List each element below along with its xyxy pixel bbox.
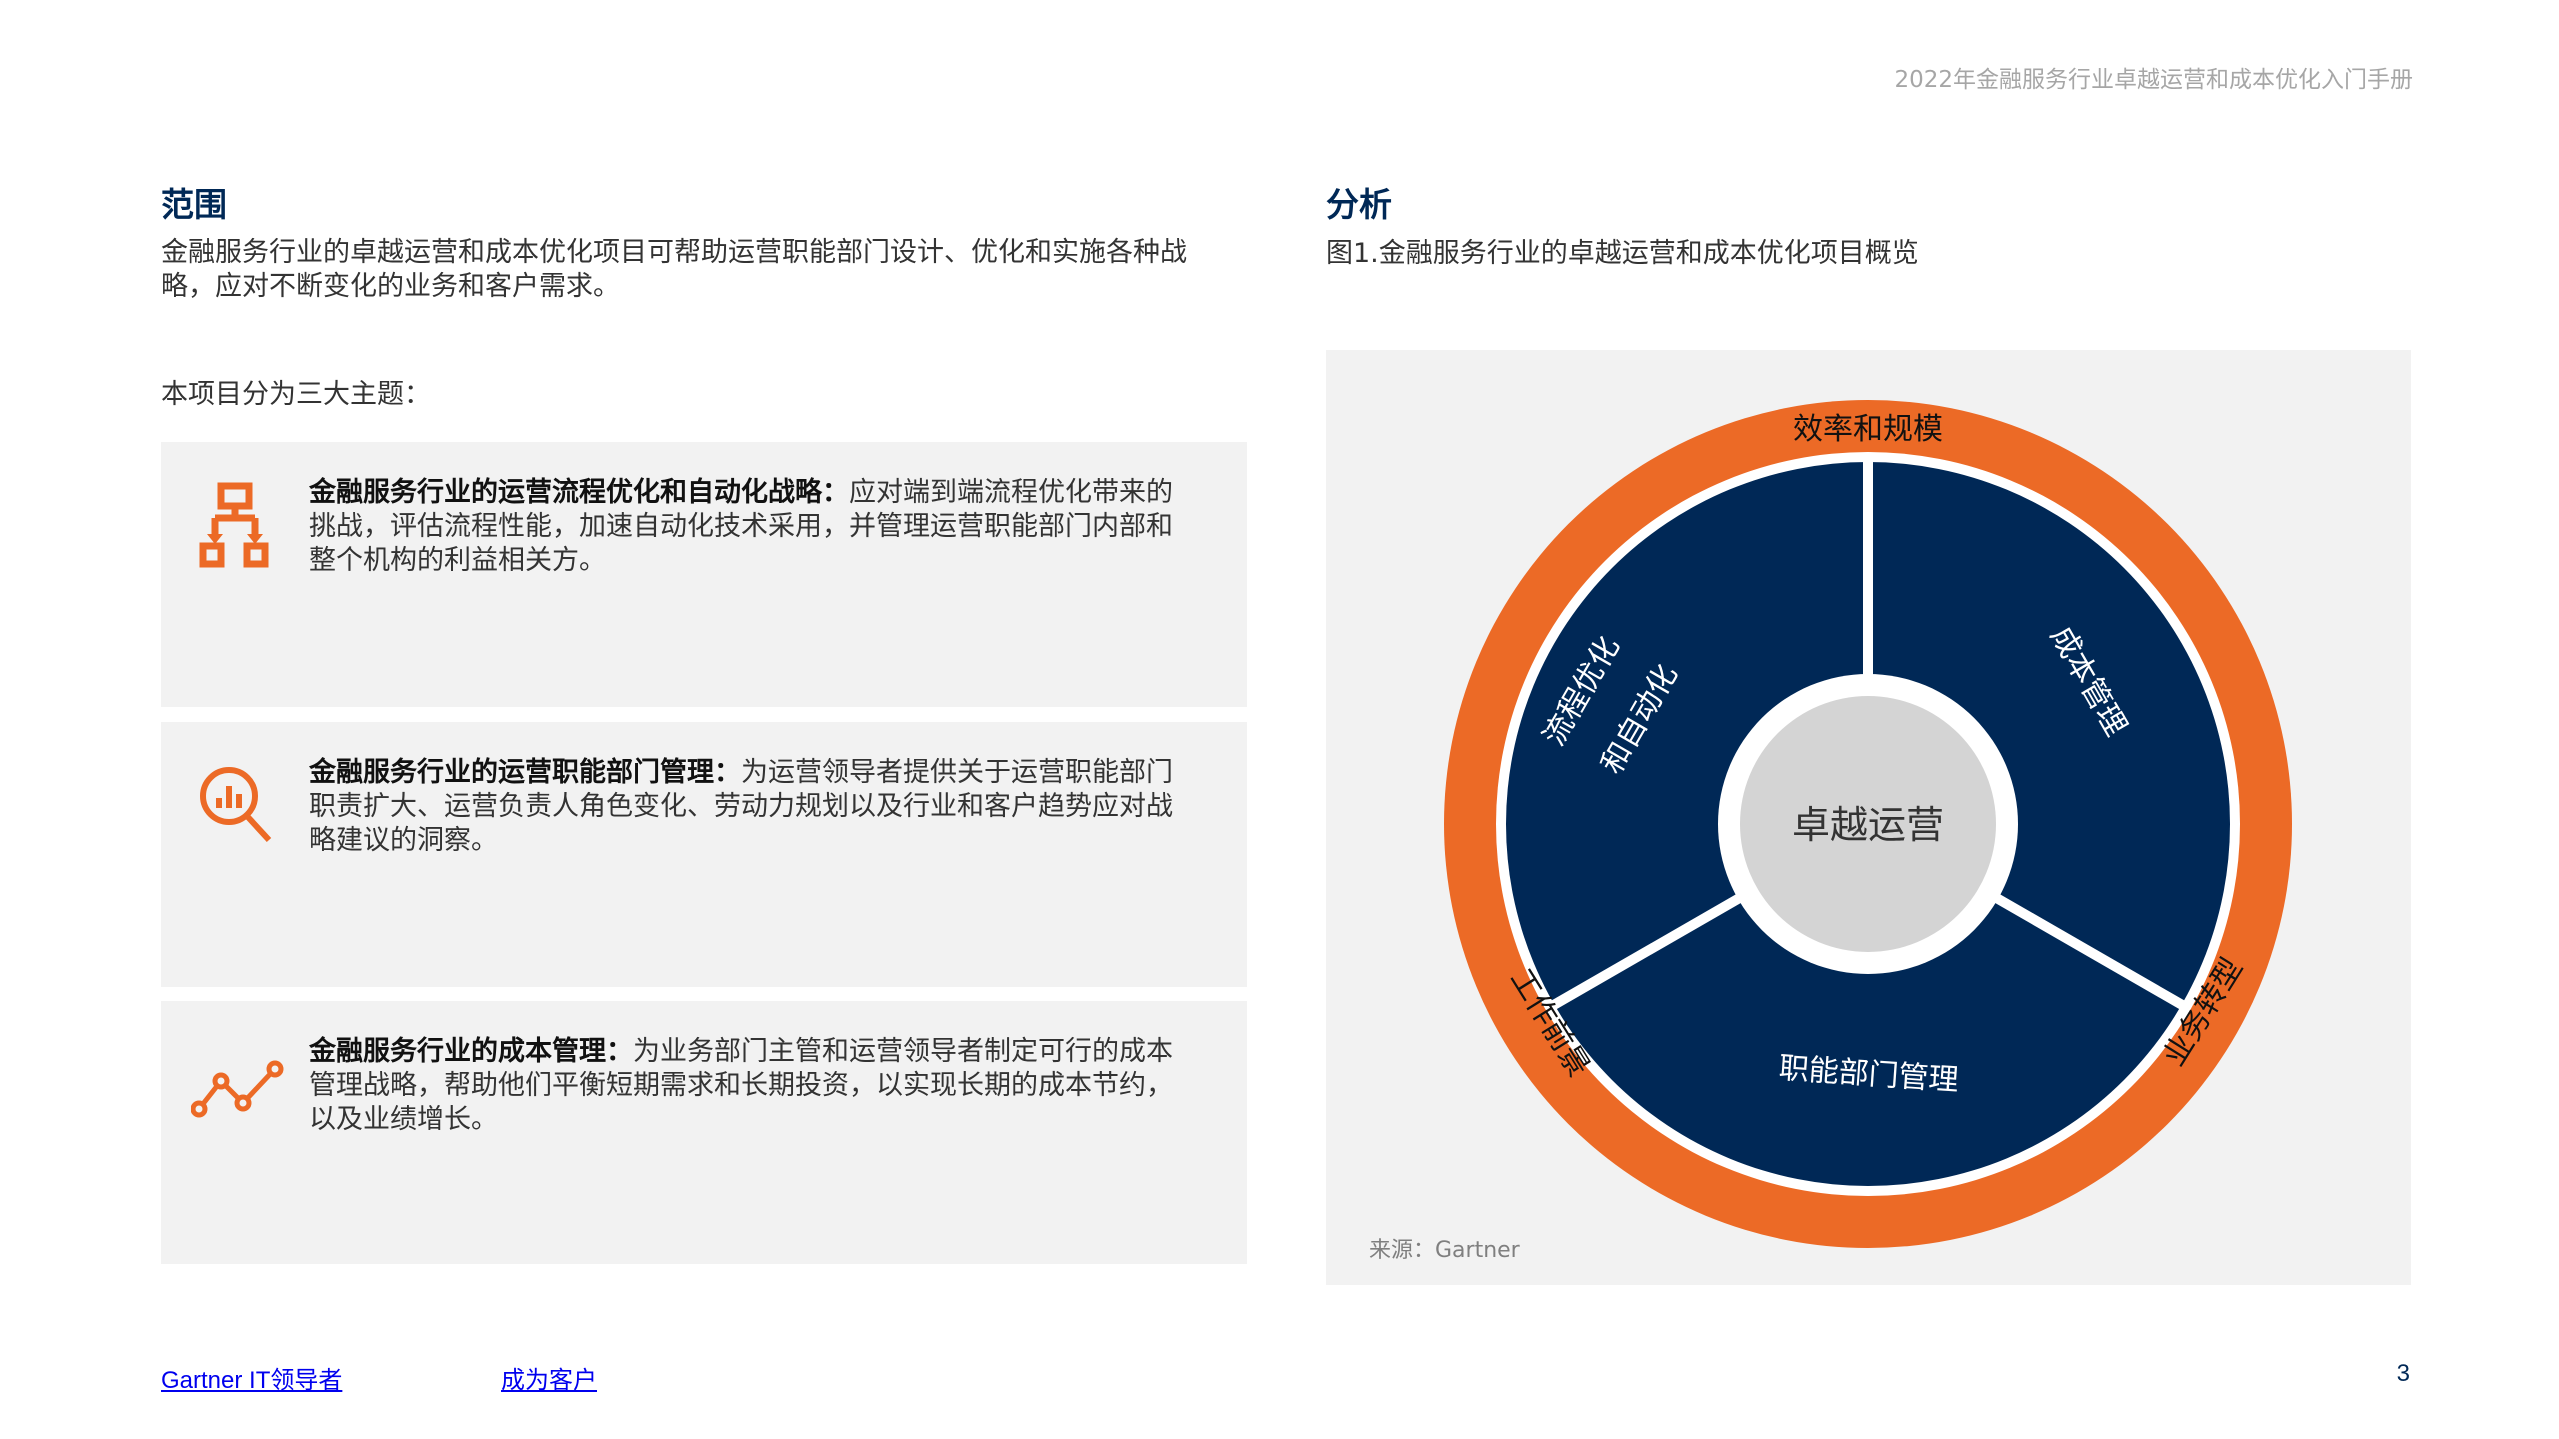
theme-card-process: 金融服务行业的运营流程优化和自动化战略：应对端到端流程优化带来的挑战，评估流程性…: [161, 442, 1247, 707]
scope-intro: 金融服务行业的卓越运营和成本优化项目可帮助运营职能部门设计、优化和实施各种战略，…: [161, 237, 1187, 302]
theme-body: 为运营领导者提供关于运营职能部门职责扩大、运营负责人角色变化、劳动力规划以及行业…: [309, 757, 1173, 856]
page-number: 3: [2396, 1360, 2410, 1387]
theme-body: 为业务部门主管和运营领导者制定可行的成本管理战略，帮助他们平衡短期需求和长期投资…: [309, 1036, 1173, 1135]
figure-source: 来源：Gartner: [1369, 1238, 1520, 1263]
document-title: 2022年金融服务行业卓越运营和成本优化入门手册: [1894, 67, 2413, 93]
analytics-search-icon: [197, 762, 277, 852]
trend-line-icon: [190, 1041, 286, 1131]
theme-card-text: 金融服务行业的运营流程优化和自动化战略：应对端到端流程优化带来的挑战，评估流程性…: [309, 476, 1189, 578]
theme-card-text: 金融服务行业的运营职能部门管理：为运营领导者提供关于运营职能部门职责扩大、运营负…: [309, 756, 1189, 858]
figure-caption: 图1.金融服务行业的卓越运营和成本优化项目概览: [1326, 238, 1919, 269]
figure-panel: 卓越运营 效率和规模 工作前景 业务转型 流程优化 和自动化 成本管理 职能部门…: [1326, 350, 2411, 1285]
analysis-heading: 分析: [1326, 185, 1392, 224]
center-circle: [1740, 696, 1996, 952]
theme-title: 金融服务行业的成本管理：: [309, 1036, 633, 1067]
operations-diagram: 卓越运营 效率和规模 工作前景 业务转型 流程优化 和自动化 成本管理 职能部门…: [1444, 400, 2292, 1248]
theme-title: 金融服务行业的运营流程优化和自动化战略：: [309, 477, 849, 508]
process-flow-icon: [197, 482, 277, 572]
themes-label: 本项目分为三大主题：: [161, 379, 431, 410]
theme-card-function: 金融服务行业的运营职能部门管理：为运营领导者提供关于运营职能部门职责扩大、运营负…: [161, 722, 1247, 987]
theme-title: 金融服务行业的运营职能部门管理：: [309, 757, 741, 788]
gartner-it-leaders-link[interactable]: Gartner IT领导者: [161, 1367, 343, 1394]
theme-body: 应对端到端流程优化带来的挑战，评估流程性能，加速自动化技术采用，并管理运营职能部…: [309, 477, 1173, 576]
outer-label-top: 效率和规模: [1793, 412, 1943, 447]
scope-heading: 范围: [161, 185, 227, 224]
become-client-link[interactable]: 成为客户: [501, 1367, 597, 1394]
center-label: 卓越运营: [1792, 803, 1944, 847]
theme-card-cost: 金融服务行业的成本管理：为业务部门主管和运营领导者制定可行的成本管理战略，帮助他…: [161, 1001, 1247, 1264]
theme-card-text: 金融服务行业的成本管理：为业务部门主管和运营领导者制定可行的成本管理战略，帮助他…: [309, 1035, 1189, 1137]
